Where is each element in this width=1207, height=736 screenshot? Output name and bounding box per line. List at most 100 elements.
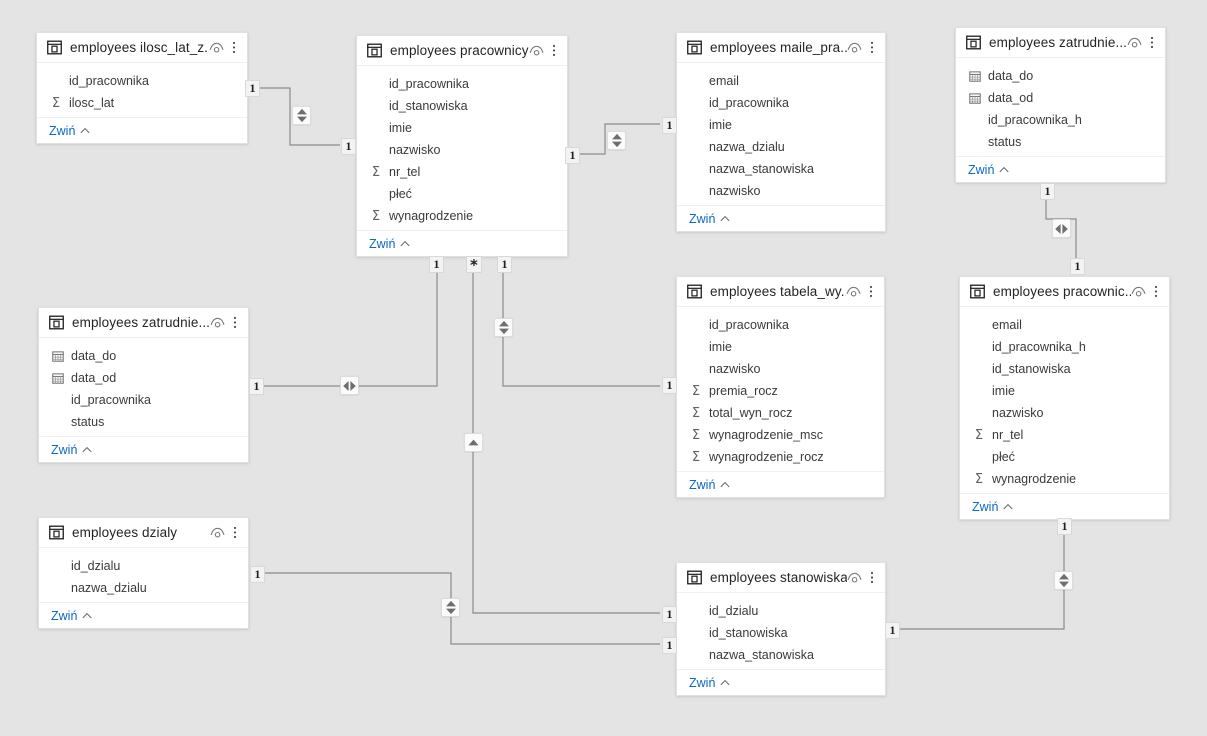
hide-eye-icon[interactable] xyxy=(210,316,225,329)
more-options-icon[interactable] xyxy=(1151,284,1161,299)
field-row[interactable]: id_pracownika xyxy=(39,389,248,411)
field-row[interactable]: nazwisko xyxy=(357,139,567,161)
more-options-icon[interactable] xyxy=(229,40,239,55)
field-row[interactable]: status xyxy=(956,131,1165,153)
more-options-icon[interactable] xyxy=(230,315,240,330)
cross-filter-direction-marker[interactable] xyxy=(1054,571,1073,590)
more-options-icon[interactable] xyxy=(549,43,559,58)
field-row[interactable]: id_pracownika xyxy=(677,92,885,114)
hide-eye-icon[interactable] xyxy=(847,41,862,54)
field-row[interactable]: id_pracownika xyxy=(37,70,247,92)
collapse-button-stanowiska[interactable]: Zwiń xyxy=(689,676,730,690)
table-header-stanowiska[interactable]: employees stanowiska xyxy=(677,563,885,593)
field-row[interactable]: nazwa_dzialu xyxy=(39,577,248,599)
collapse-button-tabela-wy[interactable]: Zwiń xyxy=(689,478,730,492)
field-row[interactable]: id_pracownika_h xyxy=(960,336,1169,358)
field-row[interactable]: id_stanowiska xyxy=(960,358,1169,380)
table-header-zatrudnienie-h[interactable]: employees zatrudnie... xyxy=(956,28,1165,58)
field-row[interactable]: nazwa_stanowiska xyxy=(677,158,885,180)
cross-filter-direction-marker[interactable] xyxy=(607,131,626,150)
table-header-dzialy[interactable]: employees dzialy xyxy=(39,518,248,548)
field-row[interactable]: nazwisko xyxy=(677,358,884,380)
field-row[interactable]: nazwa_stanowiska xyxy=(677,644,885,666)
collapse-button-pracownicy-h[interactable]: Zwiń xyxy=(972,500,1013,514)
hide-eye-icon[interactable] xyxy=(210,526,225,539)
hide-eye-icon[interactable] xyxy=(847,571,862,584)
collapse-button-dzialy[interactable]: Zwiń xyxy=(51,609,92,623)
cross-filter-direction-marker[interactable] xyxy=(464,433,483,452)
more-options-icon[interactable] xyxy=(867,570,877,585)
more-options-icon[interactable] xyxy=(867,40,877,55)
collapse-button-pracownicy[interactable]: Zwiń xyxy=(369,237,410,251)
more-options-icon[interactable] xyxy=(1147,35,1157,50)
field-row[interactable]: imie xyxy=(677,336,884,358)
field-row[interactable]: data_do xyxy=(39,345,248,367)
relationship-line[interactable] xyxy=(472,262,660,614)
hide-eye-icon[interactable] xyxy=(209,41,224,54)
table-header-maile-pra[interactable]: employees maile_pra... xyxy=(677,33,885,63)
collapse-button-zatrudnienie-h[interactable]: Zwiń xyxy=(968,163,1009,177)
field-row[interactable]: id_stanowiska xyxy=(357,95,567,117)
field-row[interactable]: id_stanowiska xyxy=(677,622,885,644)
table-header-ilosc-lat-z[interactable]: employees ilosc_lat_z... xyxy=(37,33,247,63)
field-row[interactable]: płeć xyxy=(960,446,1169,468)
hide-eye-icon[interactable] xyxy=(1127,36,1142,49)
table-header-tabela-wy[interactable]: employees tabela_wy... xyxy=(677,277,884,307)
field-row[interactable]: nazwisko xyxy=(960,402,1169,424)
cross-filter-direction-marker[interactable] xyxy=(441,598,460,617)
cross-filter-direction-marker[interactable] xyxy=(292,106,311,125)
field-row[interactable]: id_dzialu xyxy=(677,600,885,622)
field-row[interactable]: data_od xyxy=(39,367,248,389)
hide-eye-icon[interactable] xyxy=(529,44,544,57)
table-header-pracownicy-h[interactable]: employees pracownic... xyxy=(960,277,1169,307)
more-options-icon[interactable] xyxy=(230,525,240,540)
field-row[interactable]: data_do xyxy=(956,65,1165,87)
field-row[interactable]: status xyxy=(39,411,248,433)
collapse-button-maile-pra[interactable]: Zwiń xyxy=(689,212,730,226)
field-row[interactable]: id_pracownika xyxy=(357,73,567,95)
relationship-line[interactable] xyxy=(249,262,438,387)
field-row[interactable]: email xyxy=(677,70,885,92)
table-header-zatrudnienie[interactable]: employees zatrudnie... xyxy=(39,308,248,338)
relationship-line[interactable] xyxy=(891,525,1065,630)
field-row[interactable]: imie xyxy=(960,380,1169,402)
cross-filter-direction-marker[interactable] xyxy=(340,376,359,395)
field-row[interactable]: imie xyxy=(357,117,567,139)
collapse-button-zatrudnienie[interactable]: Zwiń xyxy=(51,443,92,457)
field-row[interactable]: data_od xyxy=(956,87,1165,109)
field-row[interactable]: imie xyxy=(677,114,885,136)
cross-filter-direction-marker[interactable] xyxy=(494,318,513,337)
cross-filter-direction-marker[interactable] xyxy=(1052,219,1071,238)
collapse-button-ilosc-lat-z[interactable]: Zwiń xyxy=(49,124,90,138)
field-row[interactable]: płeć xyxy=(357,183,567,205)
hide-eye-icon[interactable] xyxy=(1131,285,1146,298)
more-options-icon[interactable] xyxy=(866,284,876,299)
field-row[interactable]: id_pracownika xyxy=(677,314,884,336)
field-row[interactable]: nazwa_dzialu xyxy=(677,136,885,158)
field-row[interactable]: nazwisko xyxy=(677,180,885,202)
field-row[interactable]: email xyxy=(960,314,1169,336)
hide-eye-icon[interactable] xyxy=(846,285,861,298)
table-header-pracownicy[interactable]: employees pracownicy xyxy=(357,36,567,66)
relationship-line[interactable] xyxy=(502,262,660,387)
field-row[interactable]: id_dzialu xyxy=(39,555,248,577)
